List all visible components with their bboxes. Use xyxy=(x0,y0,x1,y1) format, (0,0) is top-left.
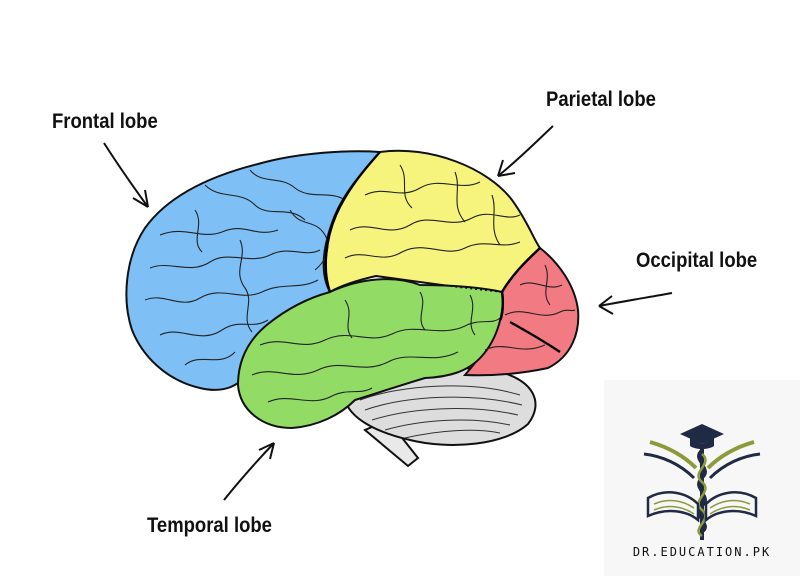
frontal-lobe xyxy=(125,150,383,391)
frontal-sulci xyxy=(144,169,346,366)
parietal-arrow xyxy=(497,125,554,177)
logo-text: DR.EDUCATION.PK xyxy=(632,545,772,559)
temporal-lobe-label: Temporal lobe xyxy=(147,514,272,537)
logo-watermark: DR.EDUCATION.PK xyxy=(604,380,800,576)
major-fissures xyxy=(324,151,561,353)
temporal-sulci xyxy=(251,291,501,403)
occipital-lobe-label: Occipital lobe xyxy=(636,249,758,272)
parietal-lobe-label: Parietal lobe xyxy=(546,88,656,111)
occipital-arrow xyxy=(598,292,673,315)
temporal-lobe xyxy=(236,278,504,430)
occipital-sulci xyxy=(484,264,576,351)
parietal-sulci xyxy=(344,164,521,259)
temporal-arrow xyxy=(223,442,275,501)
logo-emblem-icon xyxy=(643,424,761,540)
frontal-arrow xyxy=(103,142,149,208)
frontal-lobe-label: Frontal lobe xyxy=(52,110,158,133)
cerebellum-folds xyxy=(359,385,523,439)
